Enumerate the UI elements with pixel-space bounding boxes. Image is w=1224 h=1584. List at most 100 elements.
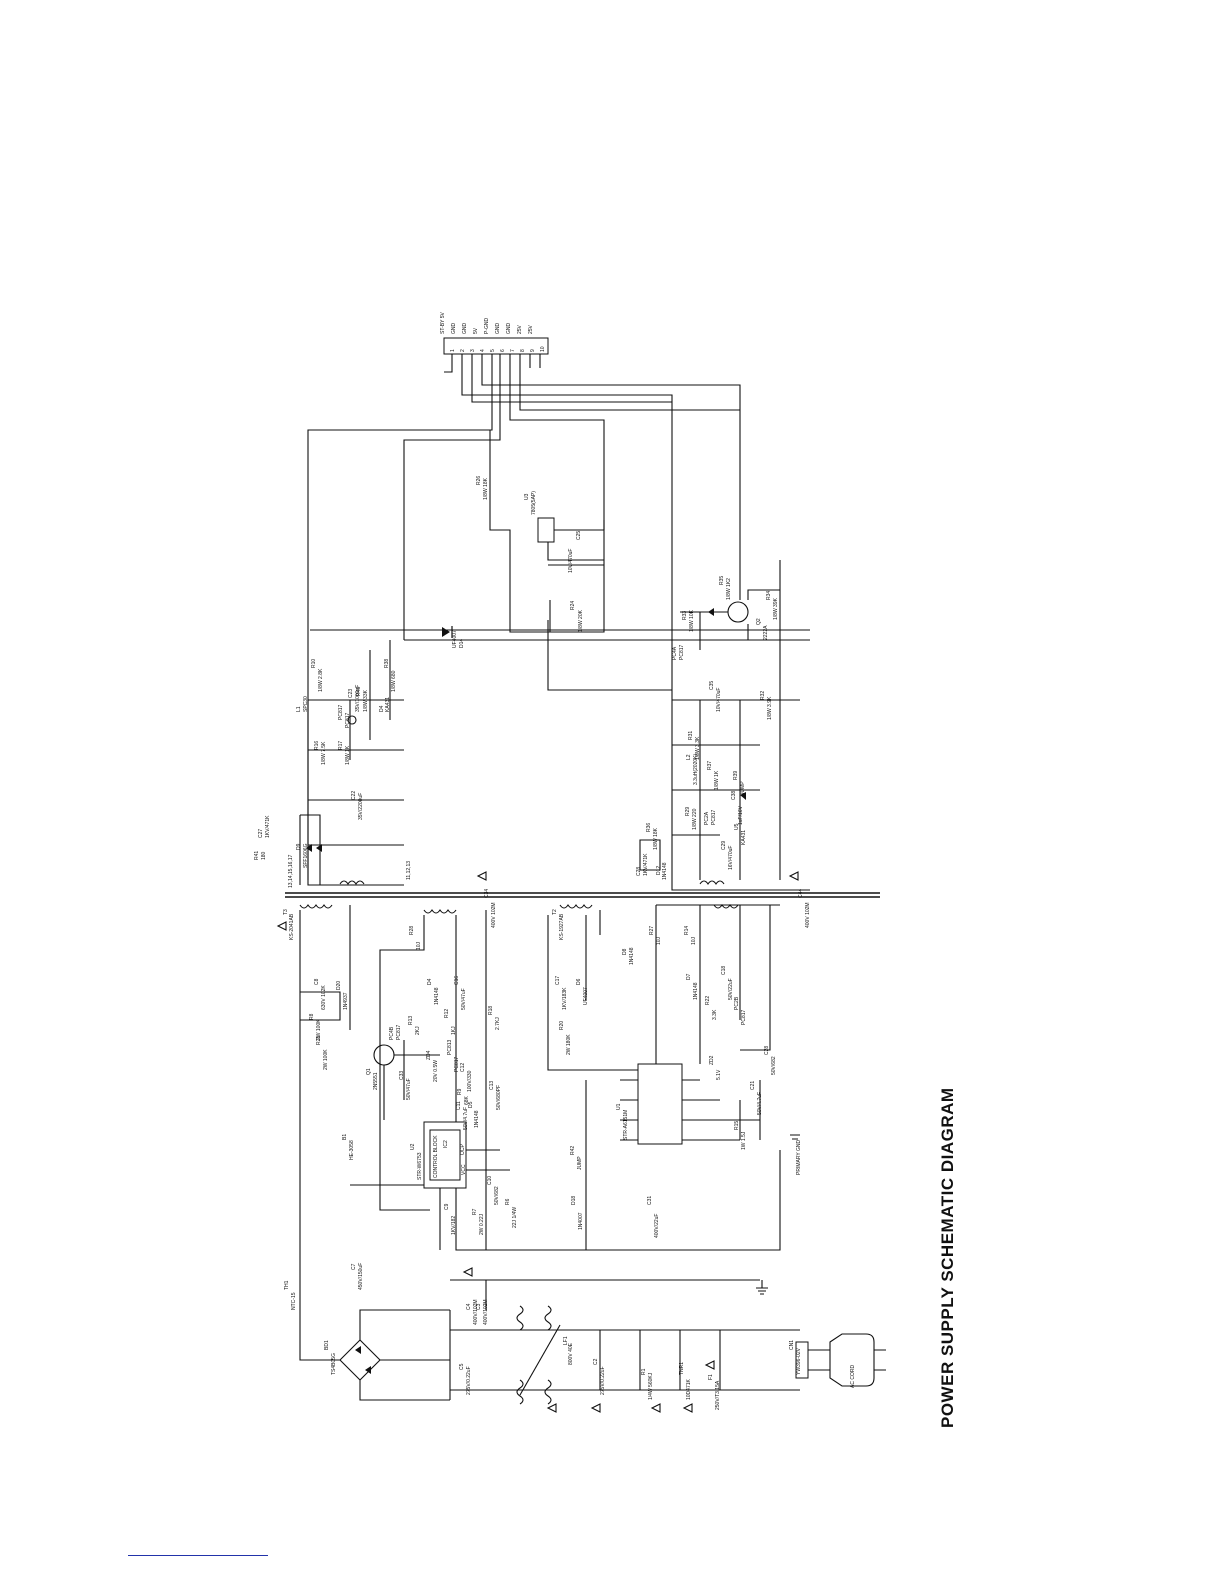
- d14-diode: [442, 626, 453, 638]
- label-d4v: KA431: [385, 697, 391, 712]
- label-u1: U1: [616, 1103, 622, 1110]
- label-c27v: 1KV/471K: [265, 815, 271, 838]
- label-r38: R38: [384, 659, 390, 668]
- label-r15v: 1W 1.5J: [741, 1131, 747, 1150]
- connector-signal-name: 5V: [473, 327, 479, 334]
- label-d4b: D4: [427, 978, 433, 985]
- connector-pin-number: 4: [480, 349, 486, 352]
- label-pc817v: PC817: [345, 712, 351, 728]
- label-r16: R16: [314, 741, 320, 750]
- label-zd2: ZD2: [709, 1055, 715, 1065]
- secondary-right: [639, 700, 810, 891]
- label-t2v: KS-1927AB: [559, 913, 565, 940]
- label-c7: C7: [351, 1263, 357, 1270]
- label-r31: R31: [688, 731, 694, 740]
- label-d7: D7: [686, 973, 692, 980]
- primary-side: [299, 904, 800, 1361]
- connector-pin-number: 8: [520, 349, 526, 352]
- label-cn1: CN1: [789, 1340, 795, 1350]
- label-c4: C4: [466, 1303, 472, 1310]
- label-d7v: 1N4148: [693, 982, 699, 1000]
- label-r21: R21: [316, 1036, 322, 1045]
- label-r42v: JUMP: [577, 1156, 583, 1170]
- label-r27v: 10J: [656, 936, 662, 945]
- connector-pin-number: 6: [500, 349, 506, 352]
- label-u2v: STR-W6753: [417, 1152, 423, 1180]
- label-r42: R42: [570, 1146, 576, 1155]
- diagram-title: POWER SUPPLY SCHEMATIC DIAGRAM: [938, 1087, 957, 1428]
- connector-wires: [307, 354, 741, 880]
- label-pc813: PC813: [447, 1039, 453, 1055]
- connector-pin-number: 10: [540, 346, 546, 352]
- label-r32v: 1/8W 3.9K: [767, 696, 773, 720]
- connector-signal-name: 25V: [528, 324, 534, 334]
- label-r20v: 2W 180K: [566, 1034, 572, 1055]
- label-r9: R9: [457, 1088, 463, 1095]
- label-r18: R18: [488, 1006, 494, 1015]
- label-cn1v: YW396-02V: [796, 1347, 802, 1375]
- label-r37: R37: [707, 761, 713, 770]
- label-bd1: BD1: [324, 1340, 330, 1350]
- label-d6v: UF4007: [583, 987, 589, 1005]
- label-d18v: 1N4007: [578, 1212, 584, 1230]
- label-c29v: 16V/470uF: [728, 846, 734, 870]
- label-r45: R45: [356, 687, 362, 696]
- label-c44: C44: [798, 889, 804, 898]
- label-b1v: HE-3058: [349, 1140, 355, 1160]
- label-r33v: 1/8W 10K: [689, 609, 695, 632]
- label-r9v: 68K: [464, 1095, 470, 1105]
- label-pc813v: PC817: [454, 1056, 460, 1072]
- label-lf1v: 800V 40E: [568, 1342, 574, 1365]
- connector-pin-number: 5: [490, 349, 496, 352]
- label-c22: C22: [351, 791, 357, 800]
- label-c4v: 400V/102M: [473, 1299, 479, 1325]
- label-r31v: 1/8W 3.3K: [695, 736, 701, 760]
- label-th1v: NTC-15: [291, 1292, 297, 1310]
- label-r12: R12: [444, 1009, 450, 1018]
- label-lf1: LF1: [563, 1336, 569, 1345]
- input-filter: [300, 1279, 886, 1405]
- label-u5: U5: [734, 823, 740, 830]
- label-c31: C31: [647, 1196, 653, 1205]
- label-pc817: PC817: [338, 704, 344, 720]
- label-c21v: 50V/4.7uF: [757, 1092, 763, 1115]
- label-c10: C10: [487, 1176, 493, 1185]
- label-c44v: 400V 102M: [805, 902, 811, 928]
- label-c27: C27: [258, 829, 264, 838]
- label-c9v: 1KV/182: [451, 1216, 457, 1235]
- label-r13: R13: [408, 1016, 414, 1025]
- label-pc2bv: PC817: [741, 1009, 747, 1025]
- label-control_block: CONTROL BLOCK: [433, 1135, 439, 1178]
- label-q2v: 2222A: [763, 625, 769, 640]
- label-d12: D12: [656, 866, 662, 875]
- label-r22: R22: [705, 996, 711, 1005]
- label-c28v: 50V/682: [771, 1056, 777, 1075]
- label-l2: L2: [686, 754, 692, 760]
- label-c28: C28: [764, 1046, 770, 1055]
- isolation-barrier: [285, 892, 880, 898]
- connector-pin-number: 1: [450, 349, 456, 352]
- label-d5: D5: [468, 1101, 474, 1108]
- label-r1v: 1/4W 560KJ: [648, 1372, 654, 1400]
- label-r24: R24: [570, 601, 576, 610]
- label-d12v: 1N4148: [662, 862, 668, 880]
- label-u5v: KA431: [741, 830, 747, 845]
- label-c13: C13: [489, 1081, 495, 1090]
- connector-signal-name: GND: [451, 323, 457, 335]
- label-c38v: 1uF/16V: [738, 805, 744, 825]
- label-r15: R15: [734, 1121, 740, 1130]
- label-r38v: 1/8W 680: [391, 670, 397, 692]
- label-r29v: 1/8W 220: [692, 808, 698, 830]
- label-r39: R39: [733, 771, 739, 780]
- label-u1v: STR-A6151M: [623, 1110, 629, 1140]
- label-r8v: 2W 100K: [316, 1019, 322, 1040]
- label-tnr1: TNR1: [679, 1362, 685, 1375]
- label-r33: R33: [682, 611, 688, 620]
- label-d18: D18: [571, 1196, 577, 1205]
- label-r26: R26: [476, 476, 482, 485]
- label-vcc: VCC: [461, 1164, 467, 1175]
- connector-signal-name: P-GND: [484, 318, 490, 335]
- label-r39v: JUMP: [740, 781, 746, 795]
- feedback-section-right: [672, 560, 800, 701]
- label-d6: D6: [576, 978, 582, 985]
